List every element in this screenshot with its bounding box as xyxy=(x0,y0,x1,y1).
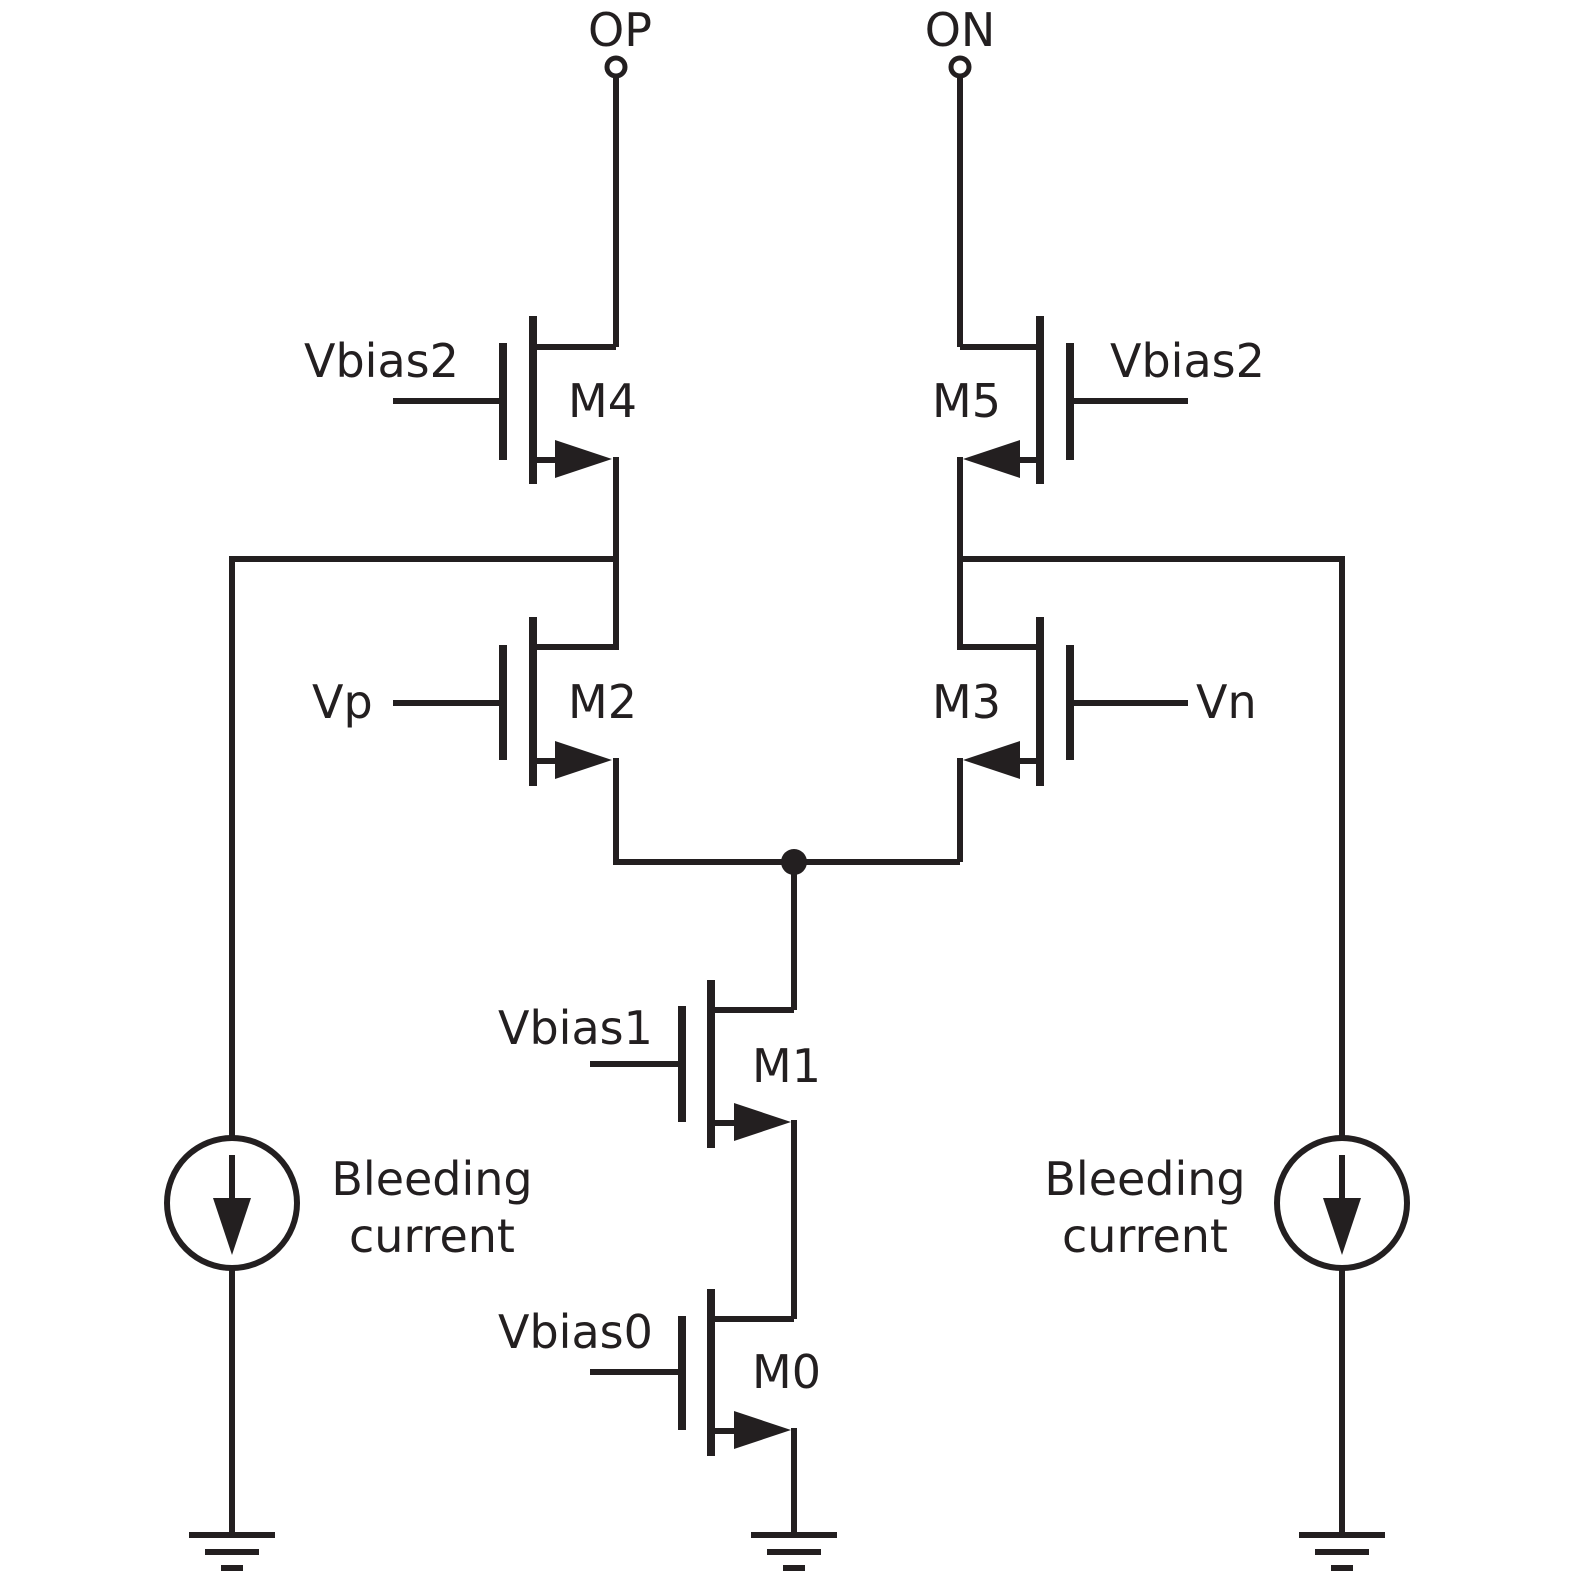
transistor-m1: M1 Vbias1 xyxy=(498,980,821,1319)
left-bleed-wire xyxy=(229,556,616,1136)
op-terminal: OP xyxy=(588,3,652,347)
right-bleed-wire xyxy=(960,556,1345,1136)
ground-right-icon xyxy=(1299,1532,1385,1571)
on-label: ON xyxy=(925,3,996,57)
m5-label: M5 xyxy=(932,374,1001,428)
transistor-m3: M3 Vn xyxy=(932,617,1257,862)
transistor-m0: M0 Vbias0 xyxy=(498,1289,821,1535)
op-label: OP xyxy=(588,3,652,57)
vbias2-right-label: Vbias2 xyxy=(1110,334,1265,388)
transistor-m4: M4 Vbias2 xyxy=(304,316,637,650)
transistor-m2: M2 Vp xyxy=(312,617,960,865)
transistor-m5: M5 Vbias2 xyxy=(932,316,1265,650)
vn-label: Vn xyxy=(1196,675,1257,729)
vbias2-left-label: Vbias2 xyxy=(304,334,459,388)
left-source-label-line2: current xyxy=(349,1209,515,1263)
m3-label: M3 xyxy=(932,675,1001,729)
left-source-label-line1: Bleeding xyxy=(331,1152,532,1206)
left-current-arrow-icon xyxy=(213,1198,251,1255)
left-current-source: Bleeding current xyxy=(164,1135,533,1535)
ground-left-icon xyxy=(189,1532,275,1571)
right-source-label-line1: Bleeding xyxy=(1044,1152,1245,1206)
m1-source-arrow-icon xyxy=(734,1103,791,1141)
vp-label: Vp xyxy=(312,675,373,729)
m1-label: M1 xyxy=(752,1039,821,1093)
right-source-label-line2: current xyxy=(1062,1209,1228,1263)
on-terminal: ON xyxy=(925,3,996,347)
right-current-arrow-icon xyxy=(1323,1198,1361,1255)
m2-label: M2 xyxy=(568,675,637,729)
m3-source-arrow-icon xyxy=(963,741,1020,779)
m5-source-arrow-icon xyxy=(963,440,1020,478)
vbias0-label: Vbias0 xyxy=(498,1305,653,1359)
m0-source-arrow-icon xyxy=(734,1411,791,1449)
vbias1-label: Vbias1 xyxy=(498,1001,653,1055)
ground-center-icon xyxy=(751,1532,837,1571)
right-current-source: Bleeding current xyxy=(1044,1135,1410,1535)
m2-source-arrow-icon xyxy=(555,741,612,779)
m0-label: M0 xyxy=(752,1345,821,1399)
m4-label: M4 xyxy=(568,374,637,428)
m4-source-arrow-icon xyxy=(555,440,612,478)
